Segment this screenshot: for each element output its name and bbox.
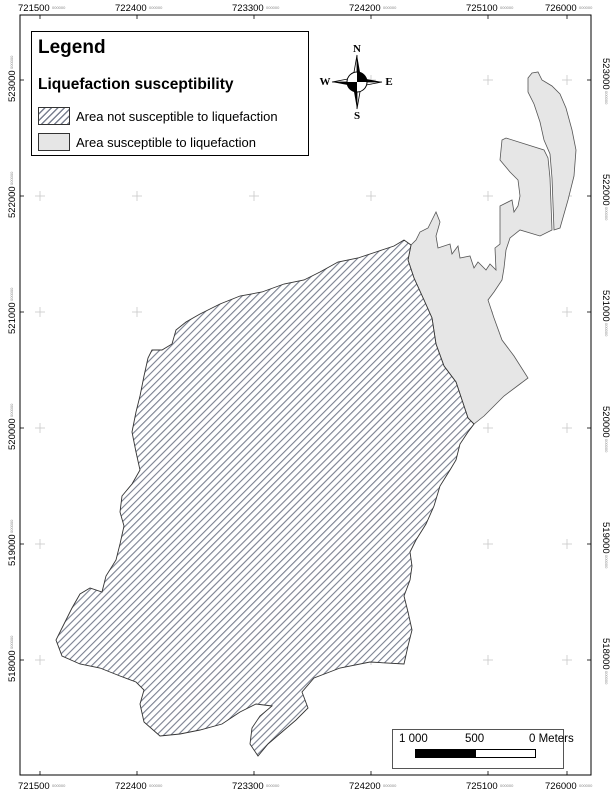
- y-tick-suffix-right: 000000: [604, 91, 609, 105]
- y-tick-suffix-left: 000000: [9, 519, 14, 533]
- x-tick-label: 725100: [466, 781, 498, 791]
- x-tick-suffix: 000000: [383, 783, 397, 788]
- y-tick-suffix-left: 000000: [9, 403, 14, 417]
- y-tick-label-left: 522000: [7, 186, 18, 218]
- x-tick-suffix: 000000: [500, 783, 514, 788]
- north-arrow-icon: N S W E: [320, 43, 393, 122]
- y-tick-label-right: 523000: [600, 58, 611, 90]
- legend-title: Legend: [38, 37, 106, 58]
- x-tick-label: 726000: [545, 3, 577, 14]
- x-tick-label: 722400: [115, 781, 147, 791]
- y-tick-suffix-left: 000000: [9, 287, 14, 301]
- x-tick-suffix: 000000: [52, 5, 66, 10]
- x-tick-label: 726000: [545, 781, 577, 791]
- legend-item-label: Area susceptible to liquefaction: [76, 134, 256, 150]
- x-tick-label: 722400: [115, 3, 147, 14]
- x-tick-label: 724200: [349, 3, 381, 14]
- x-tick-label: 721500: [18, 3, 50, 14]
- y-tick-label-left: 521000: [7, 302, 18, 334]
- x-tick-label: 721500: [18, 781, 50, 791]
- scale-segment-dark: [415, 749, 476, 758]
- legend-item-susceptible: Area susceptible to liquefaction: [38, 132, 256, 152]
- y-tick-label-right: 521000: [600, 290, 611, 322]
- hatched-swatch: [38, 107, 70, 125]
- y-tick-label-right: 520000: [600, 406, 611, 438]
- y-tick-label-right: 522000: [600, 174, 611, 206]
- legend: Legend Liquefaction susceptibility Area …: [31, 31, 309, 156]
- x-tick-suffix: 000000: [149, 783, 163, 788]
- y-tick-suffix-right: 000000: [604, 439, 609, 453]
- non-susceptible-area[interactable]: [55, 239, 475, 757]
- compass-n-label: N: [353, 43, 361, 55]
- y-tick-label-left: 523000: [7, 70, 18, 102]
- y-tick-suffix-right: 000000: [604, 555, 609, 569]
- legend-subtitle: Liquefaction susceptibility: [38, 76, 234, 93]
- y-tick-suffix-left: 000000: [9, 171, 14, 185]
- compass-w-label: W: [320, 76, 331, 88]
- x-tick-suffix: 000000: [52, 783, 66, 788]
- scale-label-0-meters: 0 Meters: [529, 733, 574, 745]
- x-tick-suffix: 000000: [579, 783, 593, 788]
- legend-item-not-susceptible: Area not susceptible to liquefaction: [38, 106, 278, 126]
- x-tick-suffix: 000000: [579, 5, 593, 10]
- x-tick-label: 725100: [466, 3, 498, 14]
- compass-e-label: E: [385, 76, 392, 88]
- x-tick-suffix: 000000: [266, 783, 280, 788]
- y-tick-suffix-right: 000000: [604, 323, 609, 337]
- y-tick-suffix-right: 000000: [604, 207, 609, 221]
- y-tick-suffix-left: 000000: [9, 55, 14, 69]
- y-tick-label-left: 520000: [7, 418, 18, 450]
- y-tick-suffix-left: 000000: [9, 635, 14, 649]
- y-tick-label-left: 519000: [7, 534, 18, 566]
- compass-s-label: S: [354, 110, 360, 122]
- scale-segment-light: [475, 749, 536, 758]
- x-tick-suffix: 000000: [266, 5, 280, 10]
- x-tick-label: 723300: [232, 781, 264, 791]
- x-tick-label: 724200: [349, 781, 381, 791]
- x-tick-suffix: 000000: [500, 5, 514, 10]
- scale-label-500: 500: [465, 733, 485, 745]
- y-tick-label-right: 518000: [600, 638, 611, 670]
- y-tick-suffix-right: 000000: [604, 671, 609, 685]
- scale-label-1000: 1 000: [399, 733, 428, 745]
- x-tick-label: 723300: [232, 3, 264, 14]
- y-tick-label-right: 519000: [600, 522, 611, 554]
- y-tick-label-left: 518000: [7, 650, 18, 682]
- scale-bar: 1 000 500 0 Meters: [392, 729, 574, 769]
- x-tick-suffix: 000000: [149, 5, 163, 10]
- x-tick-suffix: 000000: [383, 5, 397, 10]
- legend-item-label: Area not susceptible to liquefaction: [76, 108, 278, 124]
- gray-swatch: [38, 133, 70, 151]
